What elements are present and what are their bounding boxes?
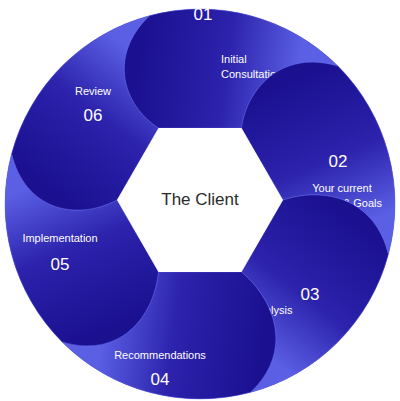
step-label: Recommendations	[96, 348, 224, 363]
step-number: 03	[290, 285, 330, 305]
client-label: The Client	[117, 128, 283, 272]
step-number: 05	[40, 255, 80, 275]
step-number: 06	[73, 106, 113, 126]
step-number: 02	[318, 152, 358, 172]
step-number: 01	[185, 5, 221, 25]
hexagon-outline	[117, 128, 283, 272]
disc-background	[5, 9, 395, 399]
client-hexagon: The Client	[117, 128, 283, 272]
step-number: 04	[140, 370, 180, 390]
step-label: Implementation	[6, 231, 114, 246]
step-label: Review	[63, 84, 123, 99]
